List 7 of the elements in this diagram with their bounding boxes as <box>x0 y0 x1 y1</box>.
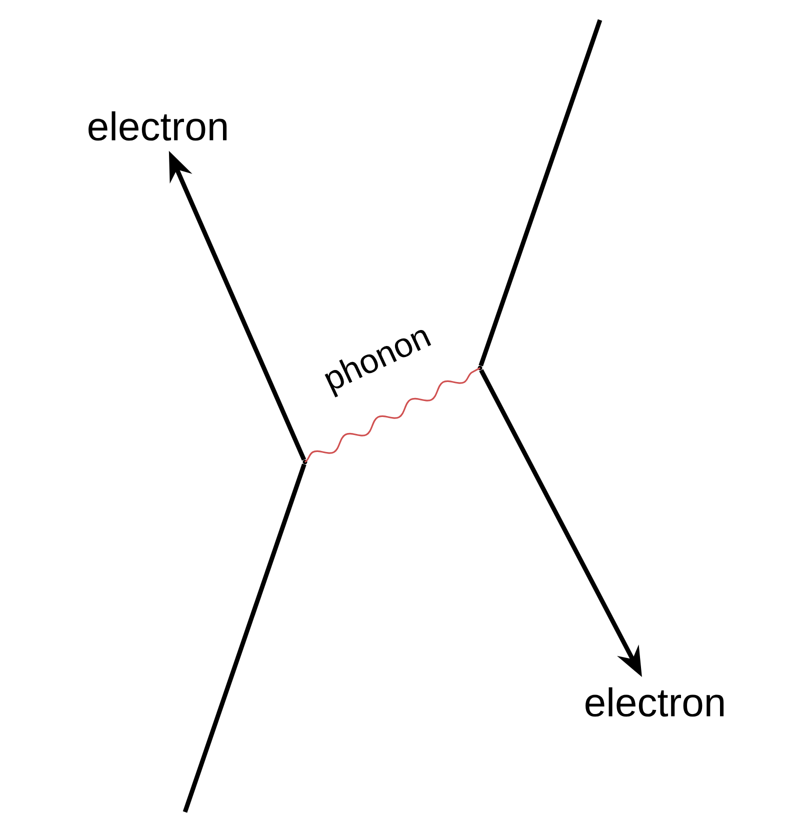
particle-line <box>478 19 602 366</box>
vertex-point <box>302 460 308 464</box>
particle-label: electron <box>586 687 724 717</box>
particle-line <box>182 464 306 813</box>
vertex-point <box>478 366 482 370</box>
wavy-line <box>304 367 480 463</box>
particle-label: electron <box>88 111 227 141</box>
